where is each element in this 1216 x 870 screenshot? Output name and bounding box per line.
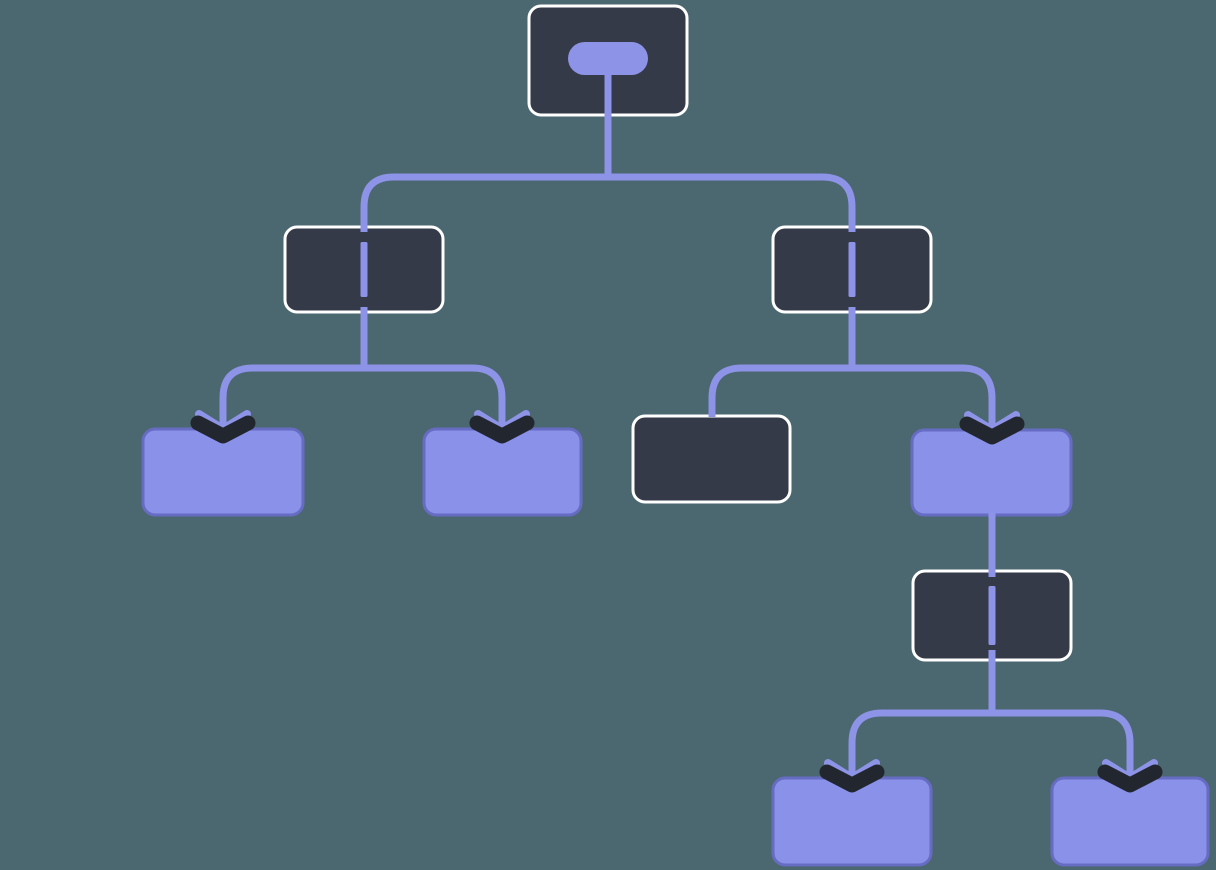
leaf-top-left-chevron-down-icon (190, 415, 256, 444)
edge-root-split (360, 58, 856, 232)
edges-layer (219, 58, 1134, 780)
edge-left-split (219, 307, 506, 432)
edge-bottom-split (848, 650, 1134, 780)
edge-right-split (708, 307, 996, 433)
node-content-layer (360, 42, 996, 645)
nodes-layer (141, 4, 1210, 867)
node-dark-leaf[interactable] (631, 414, 792, 504)
branch-bottom-content-bar (988, 586, 996, 645)
drop-arrows-layer (190, 410, 1163, 793)
leaf-bottom-right-chevron-down-icon (1097, 764, 1163, 793)
leaf-top-mid-chevron-down-icon (469, 415, 535, 444)
root-content-pill (568, 42, 648, 75)
branch-left-content-bar (360, 242, 368, 297)
leaf-bottom-left-chevron-down-icon (819, 764, 885, 793)
branch-right-content-bar (848, 242, 856, 297)
leaf-mid-right-chevron-down-icon (959, 416, 1025, 445)
